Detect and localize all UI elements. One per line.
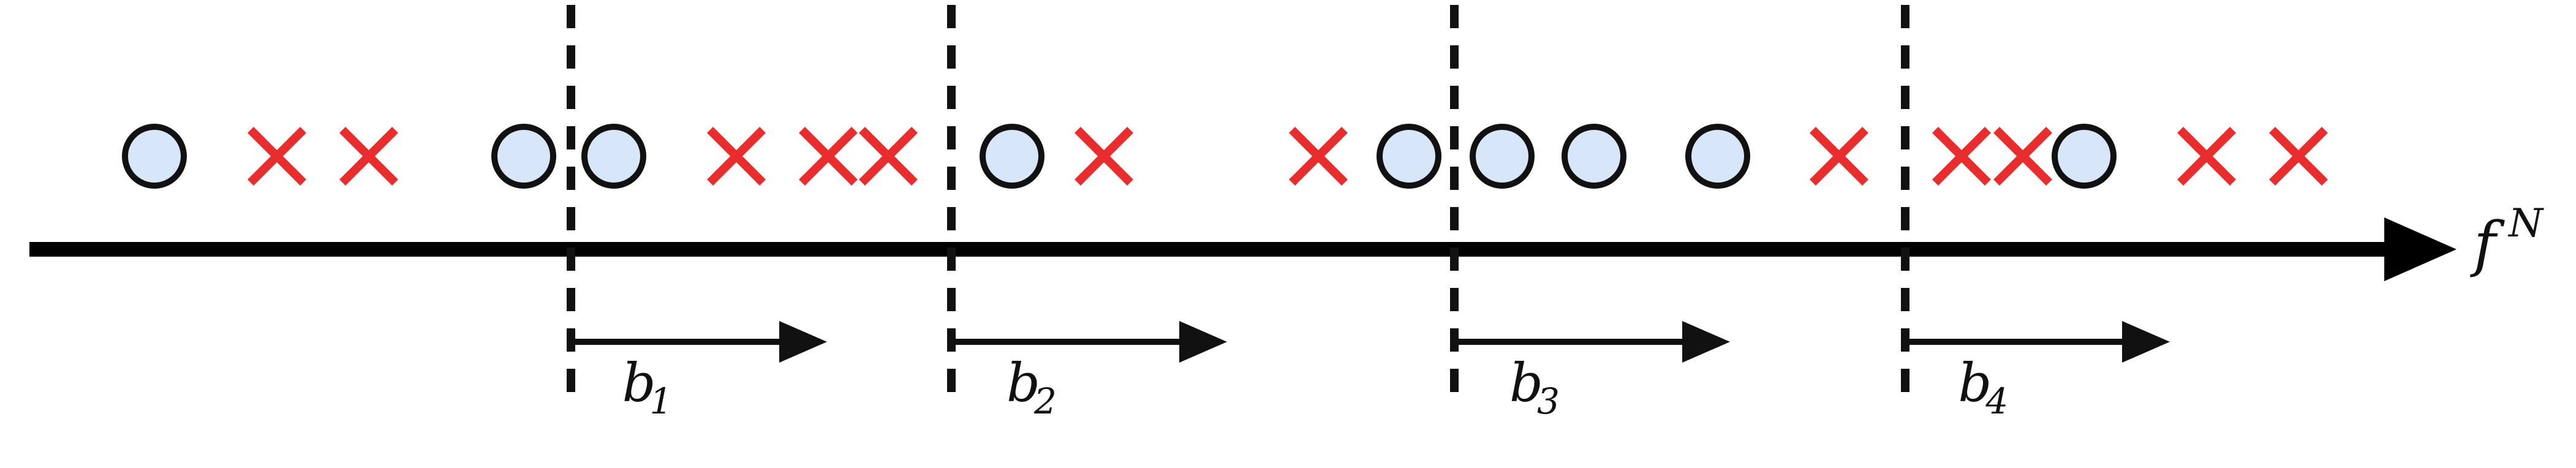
boundary-2: b2 [947, 5, 1227, 422]
axis-arrowhead [2384, 217, 2457, 281]
boundary-4: b4 [1901, 5, 2170, 422]
cross-sample [1993, 127, 2052, 186]
cross-stroke [707, 127, 766, 186]
boundary-1: b1 [567, 5, 827, 422]
boundary-label-1: b [622, 353, 656, 414]
cross-sample [1810, 127, 1868, 186]
boundary-label-3: b [1509, 353, 1543, 414]
circle-sample [1685, 124, 1750, 189]
cross-stroke [1993, 127, 2052, 186]
cross-stroke [1932, 127, 1991, 186]
boundary-label-subscript-4: 4 [1985, 380, 2008, 422]
boundary-arrowhead-2 [1179, 321, 1227, 363]
cross-sample [859, 127, 918, 186]
boundary-label-subscript-3: 3 [1537, 380, 1560, 422]
circle-sample [1470, 124, 1535, 189]
cross-stroke [1810, 127, 1868, 186]
circle-sample [491, 124, 556, 189]
cross-stroke [247, 127, 306, 186]
cross-sample [1932, 127, 1991, 186]
cross-sample [2269, 127, 2328, 186]
cross-sample [339, 127, 398, 186]
boundary-arrowhead-3 [1682, 321, 1730, 363]
feature-axis: f N [29, 201, 2544, 281]
boundary-arrowhead-4 [2122, 321, 2170, 363]
cross-sample [1289, 127, 1348, 186]
boundary-label-subscript-1: 1 [650, 380, 673, 422]
circle-sample [122, 124, 187, 189]
cross-stroke [1289, 127, 1348, 186]
axis-label-superscript: N [2507, 201, 2544, 246]
boundary-label-4: b [1958, 353, 1992, 414]
circle-sample [1377, 124, 1441, 189]
circle-sample [1562, 124, 1626, 189]
axis-label: f [2469, 209, 2505, 279]
boundary-label-subscript-2: 2 [1033, 380, 1057, 422]
cross-sample [2177, 127, 2236, 186]
cross-sample [247, 127, 306, 186]
cross-stroke [2269, 127, 2328, 186]
cross-sample [799, 127, 858, 186]
boundary-3: b3 [1450, 5, 1730, 422]
boundary-arrowhead-1 [779, 321, 827, 363]
cross-sample [707, 127, 766, 186]
cross-stroke [339, 127, 398, 186]
samples [122, 124, 2328, 189]
cross-sample [1075, 127, 1133, 186]
circle-sample [581, 124, 646, 189]
cross-stroke [2177, 127, 2236, 186]
boundary-label-2: b [1007, 353, 1040, 414]
cross-stroke [1075, 127, 1133, 186]
circle-sample [2052, 124, 2117, 189]
circle-sample [980, 124, 1044, 189]
cross-stroke [859, 127, 918, 186]
cross-stroke [799, 127, 858, 186]
